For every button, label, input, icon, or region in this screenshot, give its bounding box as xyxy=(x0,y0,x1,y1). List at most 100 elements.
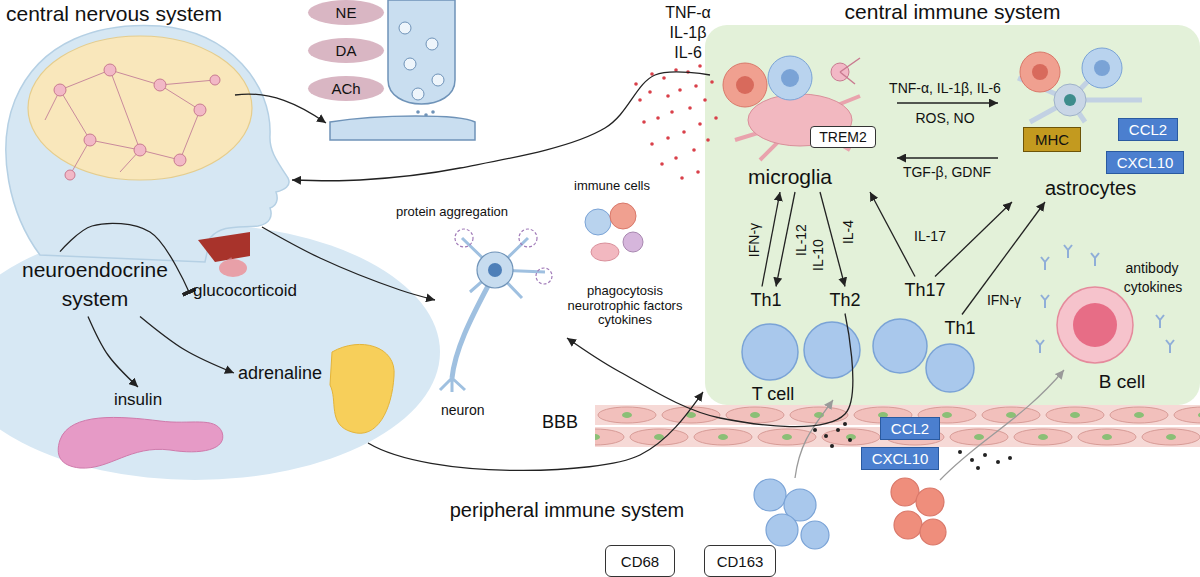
edge-label: TGF-β, GDNF xyxy=(903,164,991,180)
node-text: B cell xyxy=(1099,371,1145,393)
cytokine-dots xyxy=(634,82,638,86)
peripheral-cells xyxy=(766,514,798,546)
cytokine-dots xyxy=(698,122,702,126)
molecule-tag: MHC xyxy=(1023,127,1081,152)
neuron-illustration xyxy=(477,252,513,288)
cytokine-dots xyxy=(666,136,670,140)
cytokine-dots xyxy=(662,76,666,80)
cytokine-dots xyxy=(696,170,700,174)
synapse-illustration xyxy=(412,88,424,100)
connector-arrow xyxy=(962,202,1045,315)
head-illustration xyxy=(54,64,220,180)
node-text: glucocorticoid xyxy=(193,281,297,301)
hormone-box: insulin xyxy=(112,389,164,411)
barrier-label: BBB xyxy=(542,412,578,433)
b-cell-illustration xyxy=(1156,315,1164,328)
b-cell-illustration xyxy=(1036,340,1044,353)
synapse-illustration xyxy=(404,58,416,70)
gland-illustration xyxy=(219,259,247,277)
pancreas-illustration xyxy=(58,417,223,468)
b-cell-box: B cell xyxy=(1097,370,1147,394)
transmitter-oval: NE xyxy=(308,0,384,25)
adrenal-illustration xyxy=(330,344,394,433)
marker-box: CD163 xyxy=(704,545,776,577)
peripheral-cells xyxy=(916,488,944,516)
astrocyte-illustration xyxy=(1064,94,1076,106)
b-cell-illustration xyxy=(1166,340,1174,353)
annotation-label: cytokines xyxy=(1124,279,1182,295)
t-cell-subtype: Th2 xyxy=(827,289,862,312)
t-cell-illustration xyxy=(804,322,860,378)
t-cell-illustration xyxy=(742,324,798,380)
microglia-illustration xyxy=(723,63,767,107)
astrocyte-illustration xyxy=(1082,48,1122,88)
node-text: CCL2 xyxy=(1129,121,1167,138)
cytokine-dots xyxy=(678,88,682,92)
transmitter-oval: DA xyxy=(308,38,384,63)
head-illustration xyxy=(28,36,252,180)
chemokine-dots xyxy=(813,428,817,432)
neuron-illustration xyxy=(462,238,545,298)
node-text: adrenaline xyxy=(238,363,322,384)
head-illustration xyxy=(54,84,66,96)
b-cell-illustration xyxy=(1073,303,1117,347)
annotation-label: antibody xyxy=(1126,260,1179,276)
cytokine-dots xyxy=(648,90,652,94)
cytokine-dots xyxy=(688,106,692,110)
immune-cells-illustration xyxy=(610,203,636,229)
cytokine-label: TNF-α xyxy=(665,4,711,22)
t-cell-subtype: Th1 xyxy=(748,289,783,312)
cytokine-dots xyxy=(634,64,718,180)
connector-arrow xyxy=(140,316,234,373)
t-cell-illustration xyxy=(873,319,927,373)
b-cell-illustration xyxy=(1091,253,1099,266)
node-text: NE xyxy=(336,4,357,21)
cytokine-dots xyxy=(650,142,654,146)
peripheral-cells xyxy=(754,479,786,511)
chemokine-dots xyxy=(958,450,962,454)
astrocyte-illustration xyxy=(1094,60,1110,76)
node-text: CD163 xyxy=(717,553,764,570)
b-cell-illustration xyxy=(1064,245,1072,258)
synapse-illustration xyxy=(431,110,435,114)
chemokine-dots xyxy=(843,422,847,426)
peripheral-cells xyxy=(754,479,829,549)
synapse-illustration xyxy=(399,22,444,100)
gland-illustration xyxy=(198,232,250,277)
edge-label: IFN-γ xyxy=(746,223,762,257)
chemokine-tag: CCL2 xyxy=(880,417,940,440)
head-illustration xyxy=(210,75,220,85)
gland-illustration xyxy=(198,232,250,262)
t-cell-subtype: Th17 xyxy=(902,279,947,302)
edge-label: IL-4 xyxy=(840,220,856,244)
head-illustration xyxy=(134,144,146,156)
head-illustration xyxy=(6,25,289,262)
node-text: central immune system xyxy=(845,0,1061,24)
mediator-label: ROS, NO xyxy=(915,110,974,126)
chemokine-dots xyxy=(976,466,980,470)
head-illustration xyxy=(65,170,75,180)
chemokine-tag: CCL2 xyxy=(1118,118,1178,141)
astrocyte-illustration xyxy=(1018,48,1142,122)
microglia-illustration xyxy=(840,58,860,84)
peripheral-cells xyxy=(891,478,946,545)
head-illustration xyxy=(45,70,215,175)
neuroendocrine-immune-link xyxy=(368,392,703,470)
neuron-illustration xyxy=(455,229,552,284)
cytokine-dots xyxy=(694,84,698,88)
node-text: Th2 xyxy=(829,290,860,311)
cytokine-dots xyxy=(638,98,642,102)
cytokine-dots xyxy=(670,110,674,114)
cytokine-dots xyxy=(706,138,710,142)
chemokine-dots xyxy=(824,434,828,438)
cytokine-dots xyxy=(642,120,646,124)
cytokine-dots xyxy=(656,116,660,120)
t-cell-subtype: Th1 xyxy=(942,317,977,340)
microglia-illustration xyxy=(736,76,754,94)
edge-label: IFN-γ xyxy=(987,292,1021,308)
system-label-box: neuroendocrine system xyxy=(6,254,184,315)
neuron-illustration xyxy=(536,268,552,284)
connector-arrow xyxy=(776,192,795,287)
connector-arrow xyxy=(762,192,780,287)
chemokine-tag: CXCL10 xyxy=(861,447,940,470)
